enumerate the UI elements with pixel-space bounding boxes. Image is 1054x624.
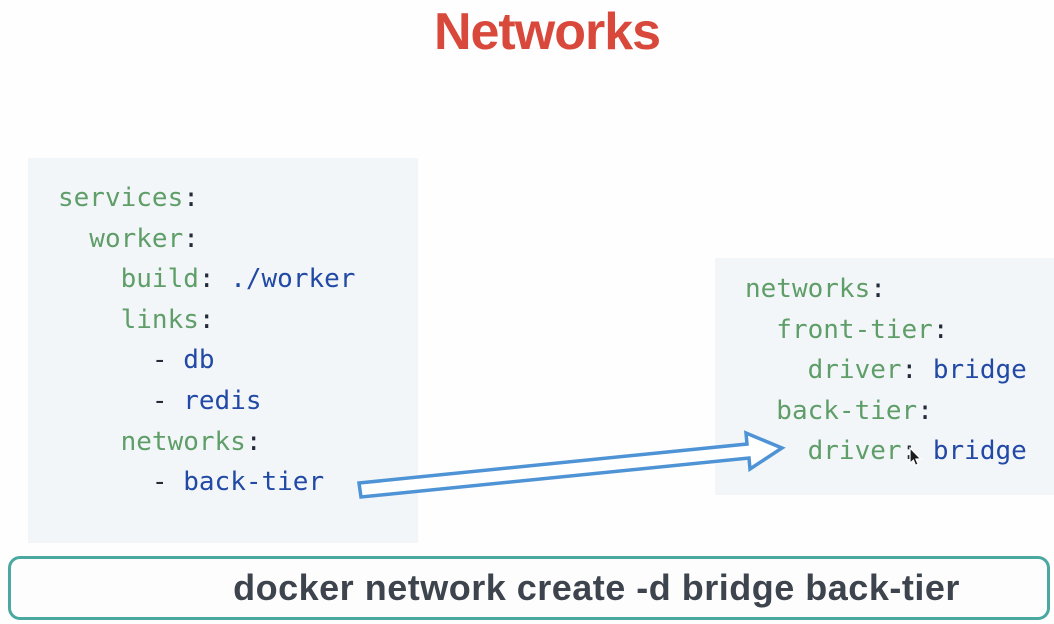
code-line: driver: bridge xyxy=(745,436,1027,467)
code-line: worker: xyxy=(58,223,199,254)
command-box: docker network create -d bridge back-tie… xyxy=(8,556,1050,620)
compose-networks-code-block: networks: front-tier: driver: bridge bac… xyxy=(715,258,1054,495)
code-line: links: xyxy=(58,304,215,335)
code-line: front-tier: xyxy=(745,314,949,345)
code-line: services: xyxy=(58,183,199,213)
code-line: build: ./worker xyxy=(58,264,356,295)
code-line: networks: xyxy=(745,274,886,304)
code-line: networks: xyxy=(58,426,262,457)
code-line: back-tier: xyxy=(745,395,933,426)
code-line: - db xyxy=(58,345,215,376)
code-line: driver: bridge xyxy=(745,355,1027,386)
code-line: - back-tier xyxy=(58,467,325,498)
command-text: docker network create -d bridge back-tie… xyxy=(233,567,960,608)
code-line: - redis xyxy=(58,385,262,416)
compose-services-code-block: services: worker: build: ./worker links:… xyxy=(28,158,418,543)
page-title: Networks xyxy=(433,3,661,61)
